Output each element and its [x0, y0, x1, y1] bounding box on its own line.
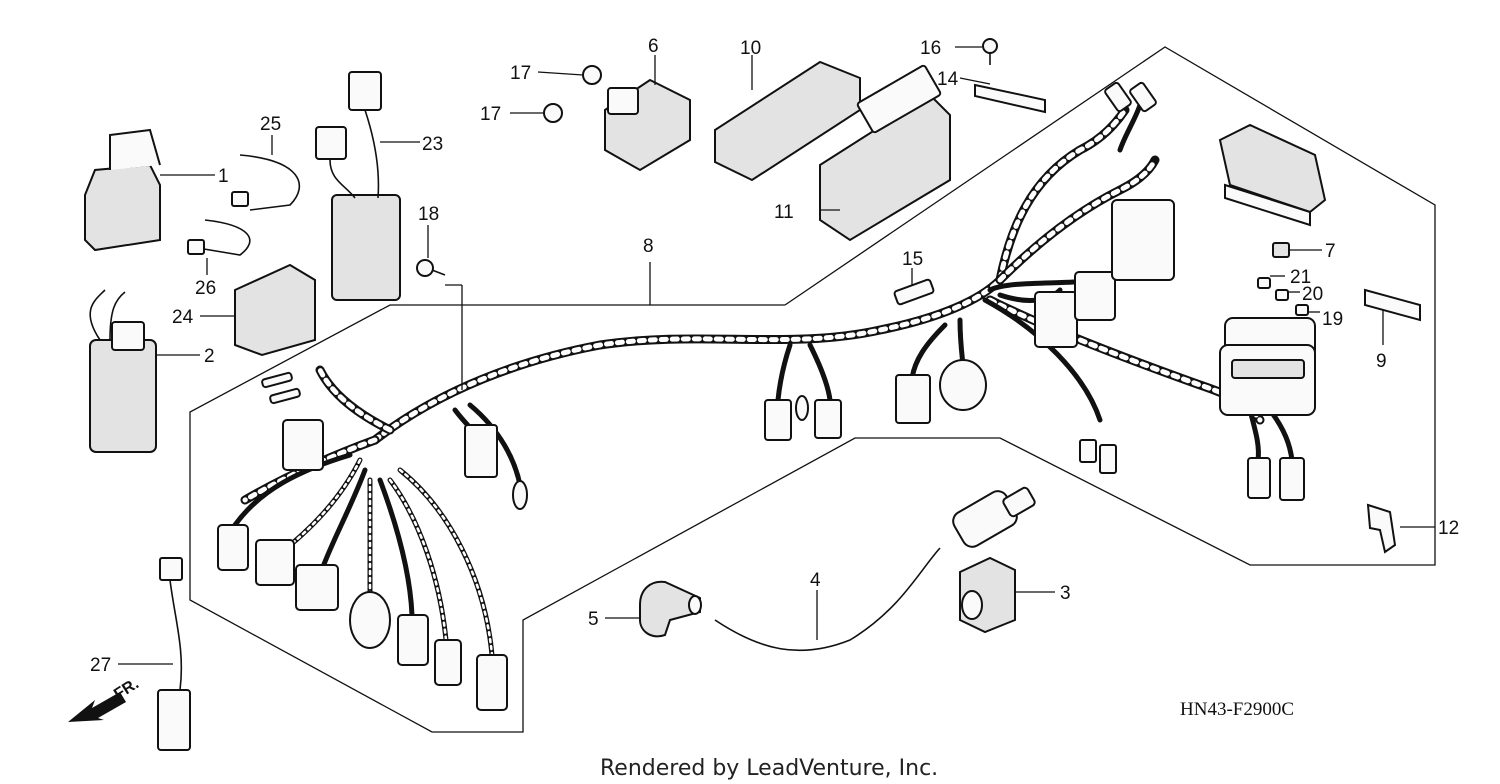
- callout-labels: 1 2 3 4 5 6 7 8 9 10 11 12 14 15 16 17 1…: [90, 36, 1459, 676]
- callout-21: 21: [1290, 267, 1311, 288]
- callout-18: 18: [418, 204, 439, 225]
- part-24-bracket: [200, 263, 316, 357]
- part-4-sensor: [714, 486, 1036, 652]
- part-12-clip: [1366, 503, 1435, 554]
- callout-5: 5: [588, 609, 599, 630]
- callout-20: 20: [1302, 284, 1323, 305]
- part-11-cdi: [819, 64, 951, 242]
- part-5-cap: [605, 580, 702, 638]
- part-25-26-ties: [187, 135, 301, 275]
- part-15-clip: [893, 268, 935, 306]
- part-2-regulator: [89, 289, 200, 453]
- part-fuses: [1257, 242, 1322, 316]
- harness-frame-outline: [189, 46, 1436, 733]
- callout-16: 16: [920, 38, 941, 59]
- fuse-box-cover: [1218, 123, 1327, 227]
- callout-7: 7: [1325, 241, 1336, 262]
- callout-8: 8: [643, 236, 654, 257]
- part-1-cover: [84, 128, 215, 252]
- part-17-nuts: [510, 65, 602, 123]
- callout-27: 27: [90, 655, 111, 676]
- callout-1: 1: [218, 166, 229, 187]
- part-14-strap: [959, 77, 1046, 114]
- part-27-sub-harness: [118, 557, 191, 751]
- callout-10: 10: [740, 38, 761, 59]
- callout-4: 4: [810, 570, 821, 591]
- part-6-bracket: [604, 55, 691, 172]
- callout-11: 11: [774, 202, 794, 223]
- callout-25: 25: [260, 114, 281, 135]
- harness-connectors: [217, 81, 1316, 711]
- main-harness: [232, 102, 1295, 658]
- front-arrow: FR.: [68, 675, 142, 722]
- part-9-plate: [1364, 288, 1421, 345]
- part-3-mount: [959, 556, 1055, 634]
- callout-24: 24: [172, 307, 194, 328]
- callout-3: 3: [1060, 583, 1071, 604]
- callout-19: 19: [1322, 309, 1343, 330]
- callout-2: 2: [204, 346, 215, 367]
- credit-text: Rendered by LeadVenture, Inc.: [600, 756, 938, 781]
- callout-14: 14: [937, 69, 959, 90]
- part-23-relay: [315, 71, 420, 301]
- part-18-bolt: [416, 225, 463, 390]
- callout-17-bottom: 17: [480, 104, 501, 125]
- callout-12: 12: [1438, 518, 1459, 539]
- callout-15: 15: [902, 249, 923, 270]
- callout-9: 9: [1376, 351, 1387, 372]
- callout-17-top: 17: [510, 63, 531, 84]
- part-16-screw: [955, 38, 998, 65]
- callout-6: 6: [648, 36, 659, 57]
- callout-23: 23: [422, 134, 443, 155]
- drawing-code: HN43-F2900C: [1180, 699, 1294, 720]
- callout-26: 26: [195, 278, 216, 299]
